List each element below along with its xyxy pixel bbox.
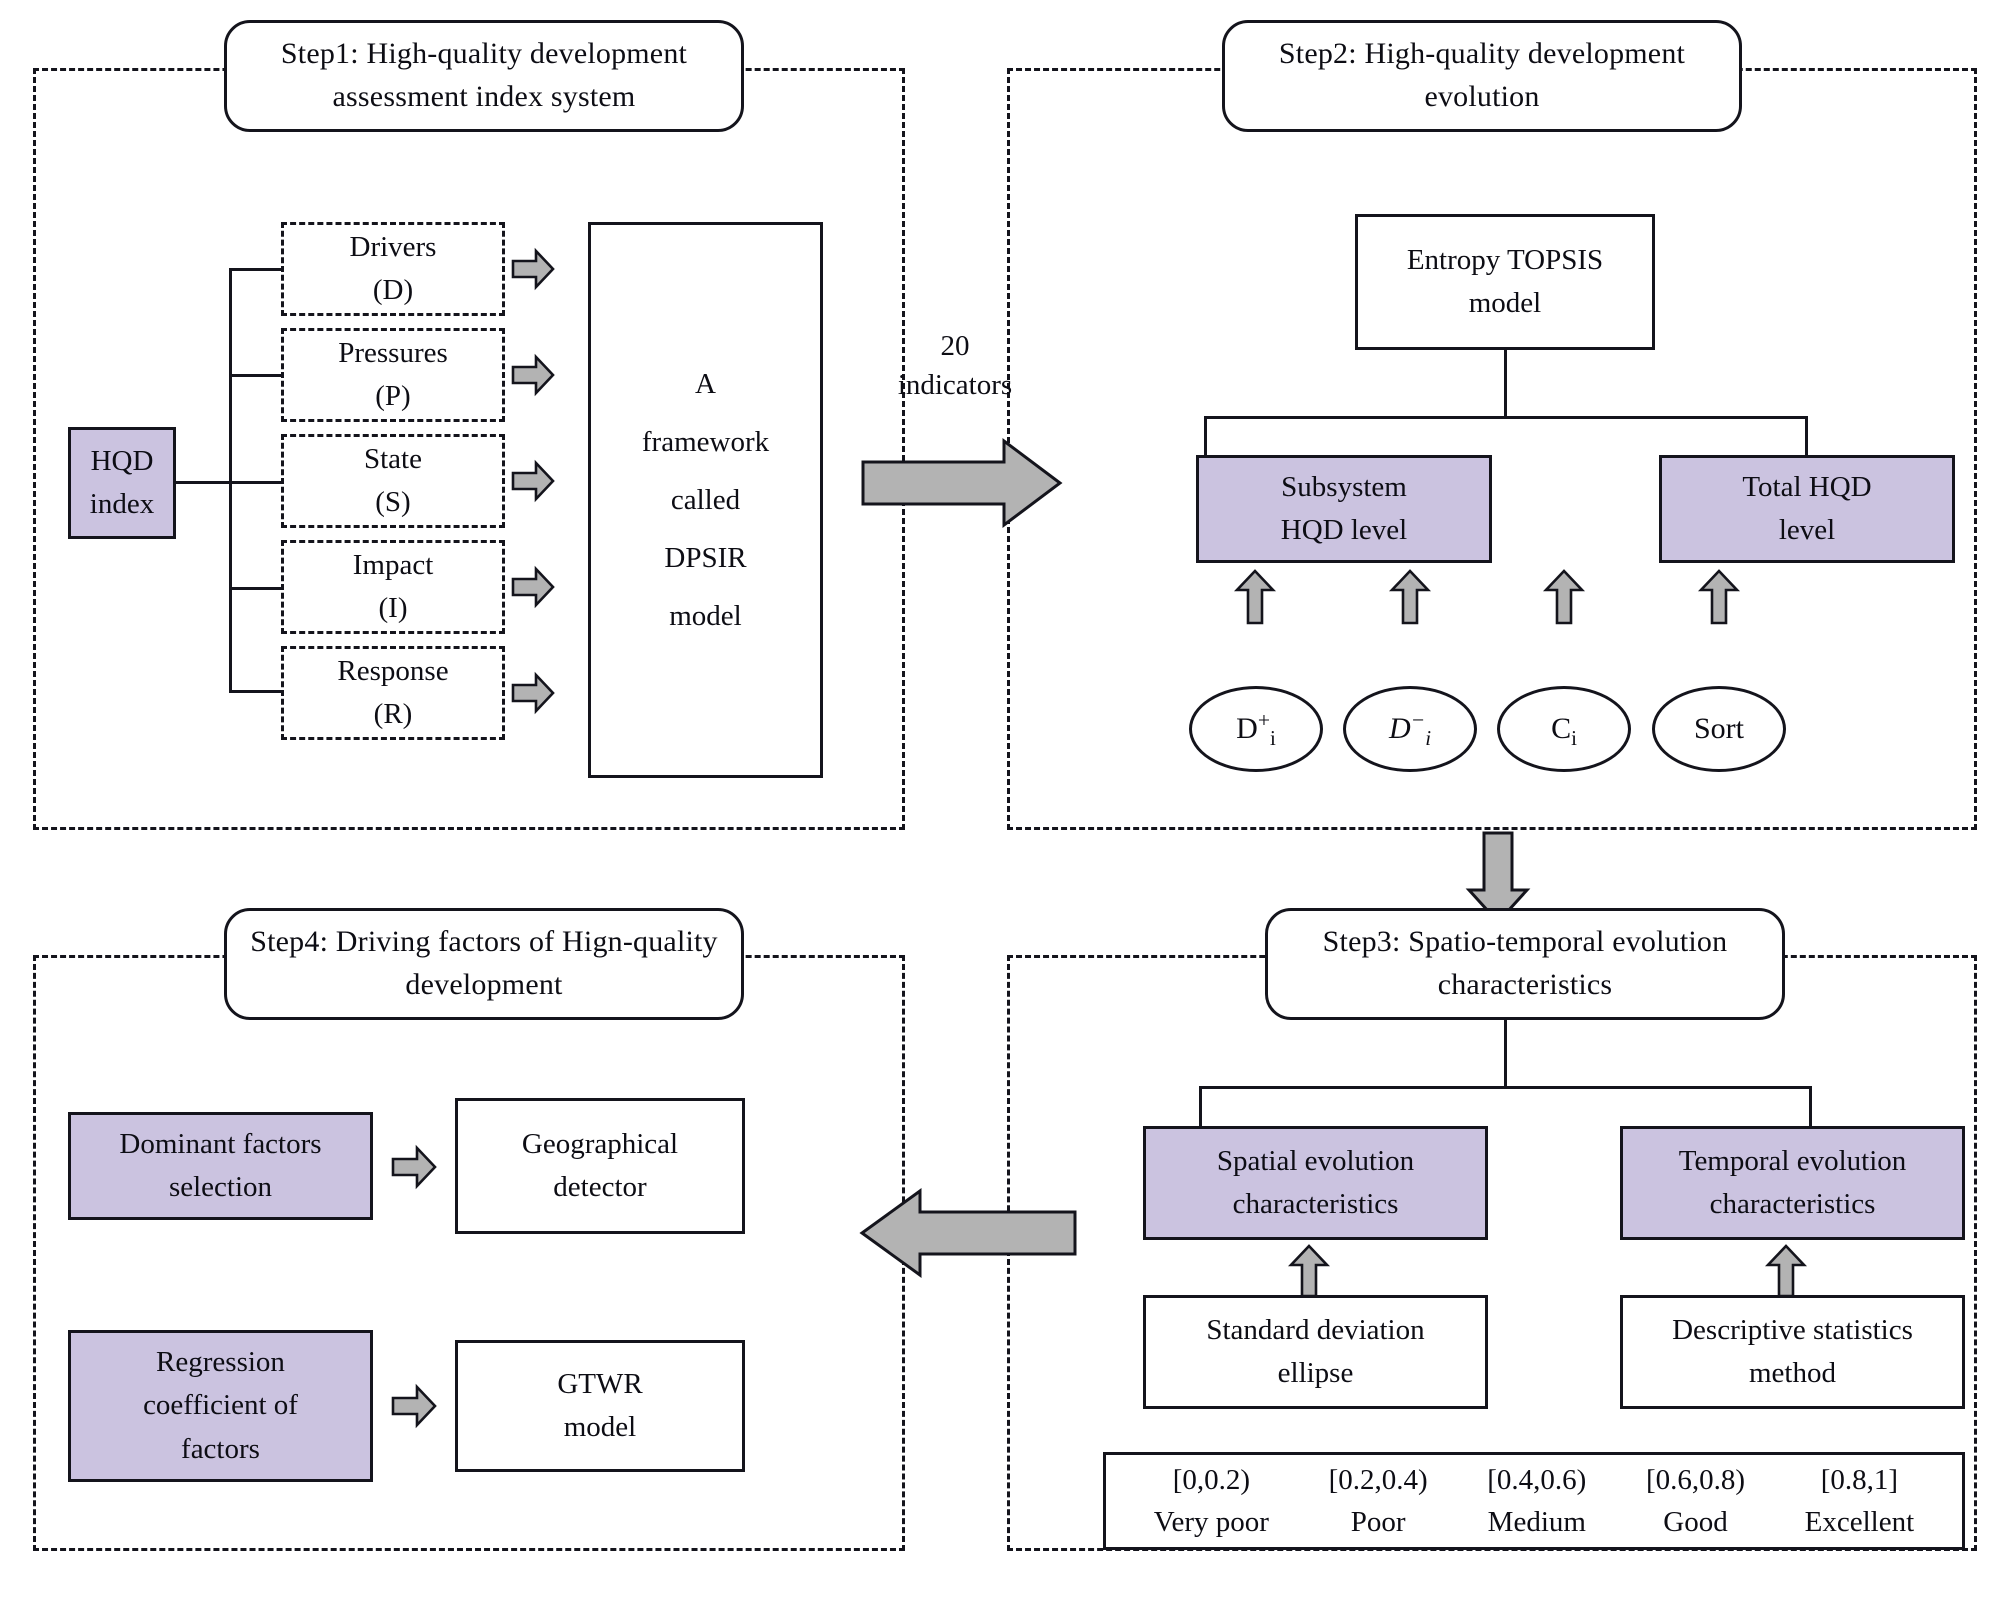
arrow-up-metric-4: [1697, 569, 1741, 625]
node-dominant-factors-selection[interactable]: Dominant factors selection: [68, 1112, 373, 1220]
arrow-up-standard-deviation-ellipse: [1287, 1244, 1331, 1298]
legend-item-poor: [0.2,0.4) Poor: [1329, 1459, 1428, 1543]
connector-stub-impact: [229, 587, 281, 590]
arrow-step2-to-step3: [1465, 831, 1531, 925]
legend-item-good: [0.6,0.8) Good: [1646, 1459, 1745, 1543]
arrow-response-to-framework: [511, 671, 555, 715]
connector-topsis-bus: [1204, 416, 1808, 419]
metric-label-d-minus: D−i: [1388, 708, 1432, 750]
arrow-up-metric-1: [1233, 569, 1277, 625]
connector-stub-pressures: [229, 374, 281, 377]
node-entropy-topsis-model[interactable]: Entropy TOPSIS model: [1355, 214, 1655, 350]
connector-spine: [229, 268, 232, 692]
arrow-state-to-framework: [511, 459, 555, 503]
arrow-step1-to-step2: [861, 438, 1063, 528]
arrow-dominant-to-geodetector: [391, 1144, 437, 1190]
ellipse-metric-ci[interactable]: Ci: [1497, 686, 1631, 772]
connector-step3-down: [1504, 1020, 1507, 1088]
legend-range-3: [0.6,0.8): [1645, 1463, 1746, 1496]
node-impact[interactable]: Impact (I): [281, 540, 505, 634]
legend-item-excellent: [0.8,1] Excellent: [1805, 1459, 1915, 1543]
node-temporal-evolution[interactable]: Temporal evolution characteristics: [1620, 1126, 1965, 1240]
ellipse-metric-d-minus[interactable]: D−i: [1343, 686, 1477, 772]
connector-hqd-to-spine: [176, 481, 232, 484]
arrow-up-descriptive-statistics: [1764, 1244, 1808, 1298]
node-gtwr-model[interactable]: GTWR model: [455, 1340, 745, 1472]
arrow-drivers-to-framework: [511, 247, 555, 291]
node-hqd-index[interactable]: HQD index: [68, 427, 176, 539]
step3-title: Step3: Spatio-temporal evolution charact…: [1265, 908, 1785, 1020]
legend-item-very-poor: [0,0.2) Very poor: [1154, 1459, 1269, 1543]
arrow-impact-to-framework: [511, 565, 555, 609]
metric-label-ci: Ci: [1551, 712, 1577, 750]
step2-title: Step2: High-quality development evolutio…: [1222, 20, 1742, 132]
grade-legend: [0,0.2) Very poor [0.2,0.4) Poor [0.4,0.…: [1103, 1452, 1965, 1550]
ellipse-metric-sort[interactable]: Sort: [1652, 686, 1786, 772]
connector-stub-state: [229, 481, 281, 484]
arrow-up-metric-3: [1542, 569, 1586, 625]
node-dpsir-framework[interactable]: A framework called DPSIR model: [588, 222, 823, 778]
legend-grade-0: Very poor: [1153, 1506, 1269, 1538]
connector-to-spatial: [1199, 1086, 1202, 1128]
connector-stub-drivers: [229, 268, 281, 271]
legend-grade-4: Excellent: [1804, 1506, 1915, 1538]
connector-to-subsystem: [1204, 416, 1207, 456]
node-drivers[interactable]: Drivers (D): [281, 222, 505, 316]
node-geographical-detector[interactable]: Geographical detector: [455, 1098, 745, 1234]
legend-range-2: [0.4,0.6): [1487, 1463, 1587, 1496]
arrow-regression-to-gtwr: [391, 1383, 437, 1429]
step1-title: Step1: High-quality development assessme…: [224, 20, 744, 132]
arrow-step3-to-step4: [859, 1188, 1077, 1278]
legend-grade-2: Medium: [1487, 1506, 1586, 1538]
legend-range-4: [0.8,1]: [1820, 1463, 1899, 1496]
node-pressures[interactable]: Pressures (P): [281, 328, 505, 422]
node-descriptive-statistics-method[interactable]: Descriptive statistics method: [1620, 1295, 1965, 1409]
metric-label-d-plus: D+i: [1236, 708, 1276, 750]
node-subsystem-hqd-level[interactable]: Subsystem HQD level: [1196, 455, 1492, 563]
legend-grade-1: Poor: [1350, 1506, 1406, 1538]
connector-stub-response: [229, 690, 281, 693]
step2-panel: [1007, 68, 1977, 830]
bridge-label-20-indicators: 20 indicators: [897, 330, 1013, 402]
arrow-up-metric-2: [1388, 569, 1432, 625]
node-response[interactable]: Response (R): [281, 646, 505, 740]
node-state[interactable]: State (S): [281, 434, 505, 528]
step4-title: Step4: Driving factors of Hign-quality d…: [224, 908, 744, 1020]
node-regression-coefficient-of-factors[interactable]: Regression coefficient of factors: [68, 1330, 373, 1482]
node-standard-deviation-ellipse[interactable]: Standard deviation ellipse: [1143, 1295, 1488, 1409]
node-total-hqd-level[interactable]: Total HQD level: [1659, 455, 1955, 563]
connector-step3-bus: [1199, 1086, 1812, 1089]
connector-to-total: [1805, 416, 1808, 456]
node-spatial-evolution[interactable]: Spatial evolution characteristics: [1143, 1126, 1488, 1240]
legend-range-0: [0,0.2): [1172, 1463, 1251, 1496]
ellipse-metric-d-plus[interactable]: D+i: [1189, 686, 1323, 772]
arrow-pressures-to-framework: [511, 353, 555, 397]
legend-item-medium: [0.4,0.6) Medium: [1487, 1459, 1586, 1543]
connector-topsis-down: [1504, 350, 1507, 418]
legend-range-1: [0.2,0.4): [1328, 1463, 1428, 1496]
legend-grade-3: Good: [1663, 1506, 1728, 1538]
connector-to-temporal: [1809, 1086, 1812, 1128]
